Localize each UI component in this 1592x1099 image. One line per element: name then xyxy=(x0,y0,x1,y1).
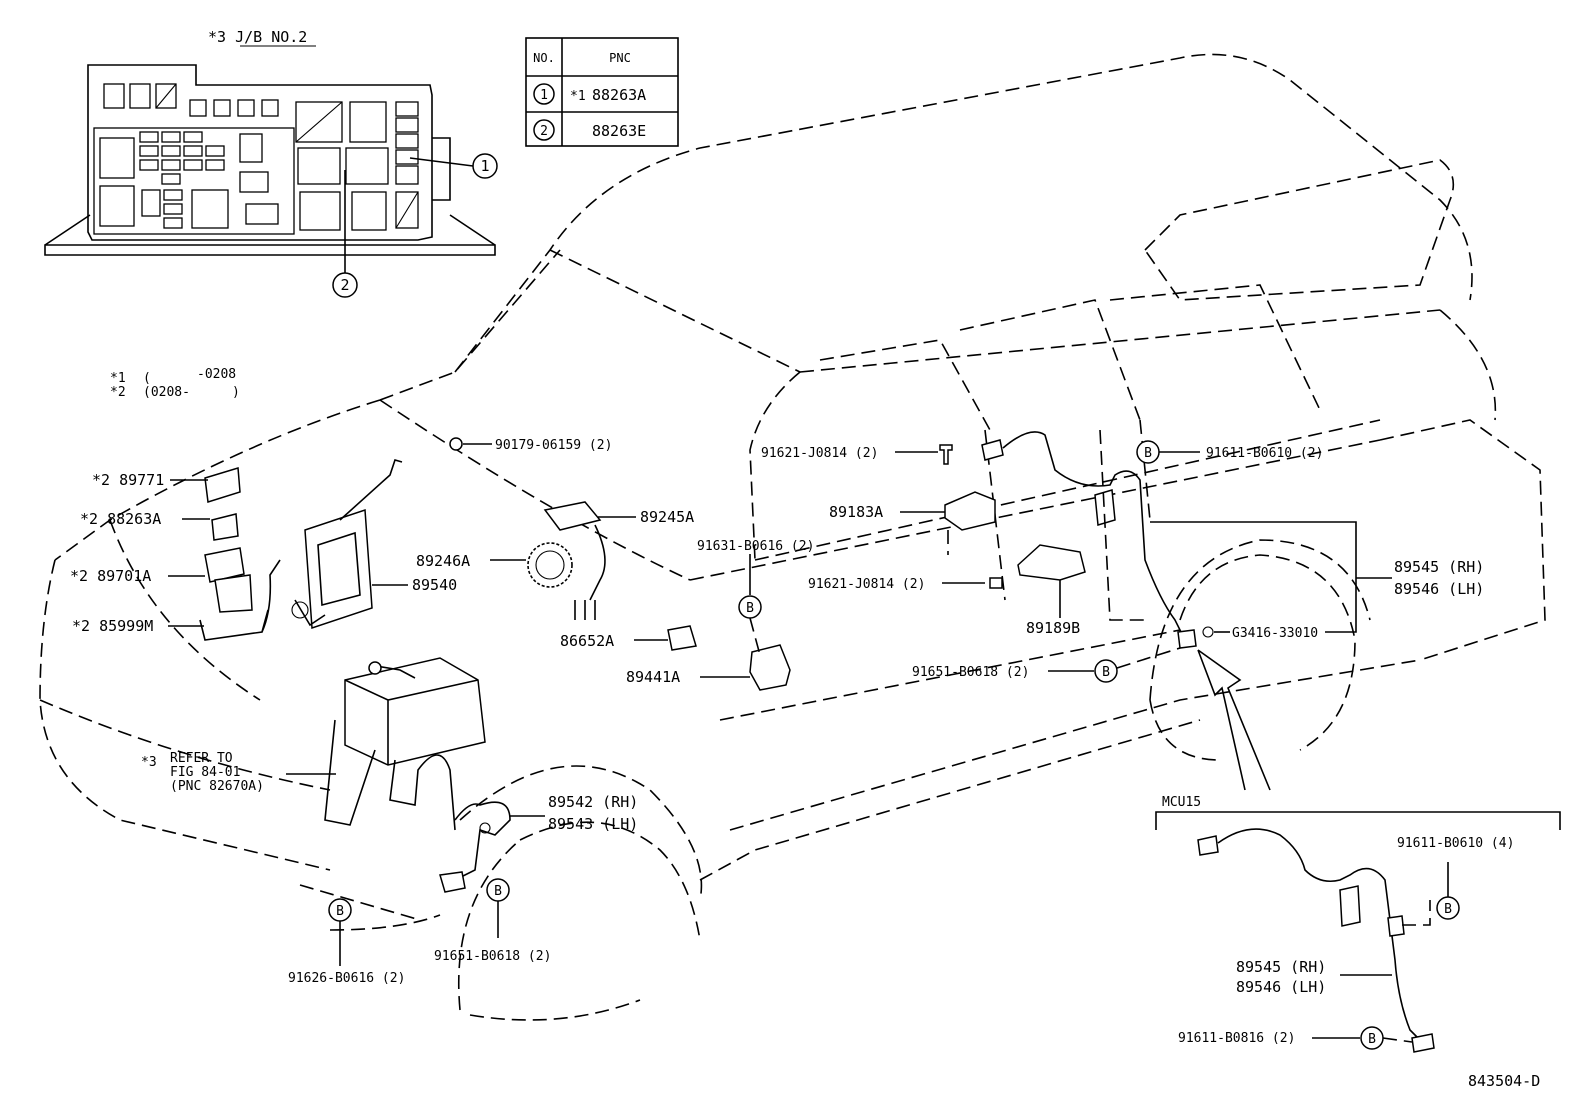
label-91631-B0616: 91631-B0616 (2) xyxy=(697,539,814,554)
fuse-relays xyxy=(93,83,451,235)
rear-speed-sensor xyxy=(981,431,1197,649)
mcu15-title: MCU15 xyxy=(1162,795,1201,810)
junction-block-no2: *3 J/B NO.2 xyxy=(44,28,498,298)
label-89545-rh: 89545 (RH) xyxy=(1394,558,1484,576)
label-89546-lh-mcu: 89546 (LH) xyxy=(1236,978,1326,996)
label-89183A: 89183A xyxy=(829,503,883,521)
label-85999M: *2 85999M xyxy=(72,617,153,635)
footnote-1-paren: ( xyxy=(143,371,151,386)
label-89540: 89540 xyxy=(412,576,457,594)
label-89542-rh: 89542 (RH) xyxy=(548,793,638,811)
footnote-1-mark: *1 xyxy=(110,371,126,386)
label-G3416-33010: G3416-33010 xyxy=(1232,626,1318,641)
callout-b-1: B xyxy=(746,601,754,616)
label-91611-B0610-4: 91611-B0610 (4) xyxy=(1397,836,1514,851)
label-86652A: 86652A xyxy=(560,632,614,650)
figure-number: 843504-D xyxy=(1468,1072,1540,1090)
pnc-row-2-pnc: 88263E xyxy=(592,122,646,140)
front-speed-sensor xyxy=(439,801,511,893)
label-91626-B0616: 91626-B0616 (2) xyxy=(288,971,405,986)
pnc-table-header-no: NO. xyxy=(533,51,555,65)
label-89189B: 89189B xyxy=(1026,619,1080,637)
label-91621-J0814-mid: 91621-J0814 (2) xyxy=(808,577,925,592)
refer-line-3: (PNC 82670A) xyxy=(170,779,264,794)
refer-mark: *3 xyxy=(141,755,157,770)
label-89543-lh: 89543 (LH) xyxy=(548,815,638,833)
label-89771: *2 89771 xyxy=(92,471,164,489)
pnc-row-1-pnc: 88263A xyxy=(592,86,646,104)
label-89545-rh-mcu: 89545 (RH) xyxy=(1236,958,1326,976)
footnote-2-close: ) xyxy=(232,385,240,400)
label-89245A: 89245A xyxy=(640,508,694,526)
callout-1-text: 1 xyxy=(480,157,489,175)
label-89546-lh: 89546 (LH) xyxy=(1394,580,1484,598)
label-88263A: *2 88263A xyxy=(80,510,161,528)
callout-b-6: B xyxy=(1444,902,1452,917)
refer-line-1: REFER TO xyxy=(170,751,233,766)
mcu15-inset: MCU15 B 91611-B0610 (4) 89545 (RH) 89546… xyxy=(1155,795,1561,1053)
pnc-table-header-pnc: PNC xyxy=(609,51,631,65)
callout-2-marker xyxy=(332,272,358,298)
tone-ring-89246A xyxy=(527,542,573,588)
callout-b-4: B xyxy=(1102,665,1110,680)
label-91651-B0618-front: 91651-B0618 (2) xyxy=(434,949,551,964)
callout-b-7: B xyxy=(1368,1032,1376,1047)
label-91611-B0816: 91611-B0816 (2) xyxy=(1178,1031,1295,1046)
label-89246A: 89246A xyxy=(416,552,470,570)
callout-b-2: B xyxy=(336,904,344,919)
ecu-89540 xyxy=(291,459,403,630)
pnc-row-1-prefix: *1 xyxy=(570,89,586,104)
footnotes: *1 ( -0208 *2 (0208- ) xyxy=(110,367,240,400)
label-91621-J0814-top: 91621-J0814 (2) xyxy=(761,446,878,461)
jb-title: *3 J/B NO.2 xyxy=(208,28,307,46)
pnc-table: NO. PNC 1 *1 88263A 2 88263E xyxy=(525,37,679,147)
pnc-row-1-no: 1 xyxy=(540,88,548,103)
label-91651-B0618-rear: 91651-B0618 (2) xyxy=(912,665,1029,680)
vehicle-outline xyxy=(39,53,1546,1021)
sensor-89245A xyxy=(543,501,606,620)
callout-2-text: 2 xyxy=(340,276,349,294)
footnote-2-range: (0208- xyxy=(143,385,190,400)
relay-group xyxy=(199,467,281,641)
label-89701A: *2 89701A xyxy=(70,567,151,585)
callout-b-3: B xyxy=(494,884,502,899)
label-91611-B0610-2: 91611-B0610 (2) xyxy=(1206,446,1323,461)
label-89441A: 89441A xyxy=(626,668,680,686)
callout-b-5: B xyxy=(1144,446,1152,461)
callout-1-marker xyxy=(472,153,498,179)
pnc-row-2-no: 2 xyxy=(540,124,548,139)
footnote-1-range: -0208 xyxy=(197,367,236,382)
actuator-assembly xyxy=(324,657,486,831)
refer-line-2: FIG 84-01 xyxy=(170,765,240,780)
label-90179-06159: 90179-06159 (2) xyxy=(495,438,612,453)
footnote-2-mark: *2 xyxy=(110,385,126,400)
